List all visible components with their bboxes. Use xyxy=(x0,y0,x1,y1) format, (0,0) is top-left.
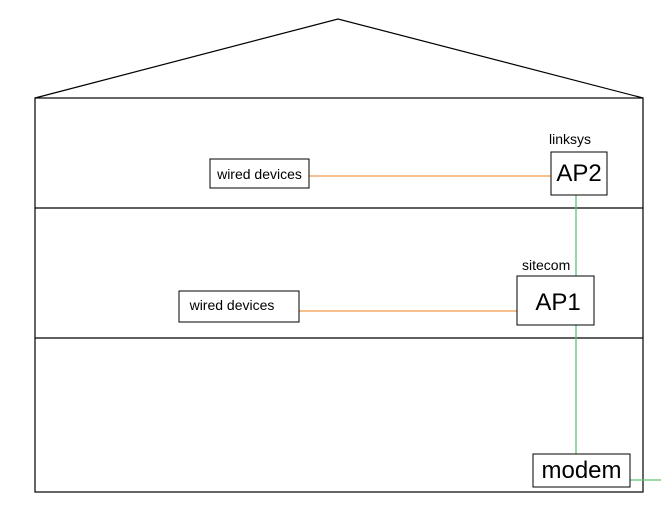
ap2-brand-label: linksys xyxy=(549,131,591,147)
ap2-label: AP2 xyxy=(556,160,601,187)
roof xyxy=(34,18,644,99)
ap2-box xyxy=(550,151,608,196)
wired-devices-top: wired devices xyxy=(209,158,310,189)
ap1-node: AP1 xyxy=(516,275,595,326)
ap2-node: AP2 xyxy=(550,151,608,196)
house-walls xyxy=(34,97,644,493)
modem-box xyxy=(532,453,631,488)
wired-devices-label: wired devices xyxy=(216,166,302,182)
wired-devices-label: wired devices xyxy=(189,297,275,313)
ap1-brand-label: sitecom xyxy=(522,257,570,273)
wired-devices-box xyxy=(209,158,310,189)
ap1-box xyxy=(516,275,595,326)
modem-node: modem xyxy=(532,453,631,488)
ap1-label: AP1 xyxy=(535,289,580,316)
modem-label: modem xyxy=(541,457,621,484)
wired-devices-middle: wired devices xyxy=(178,290,300,323)
wired-devices-box xyxy=(178,290,300,323)
